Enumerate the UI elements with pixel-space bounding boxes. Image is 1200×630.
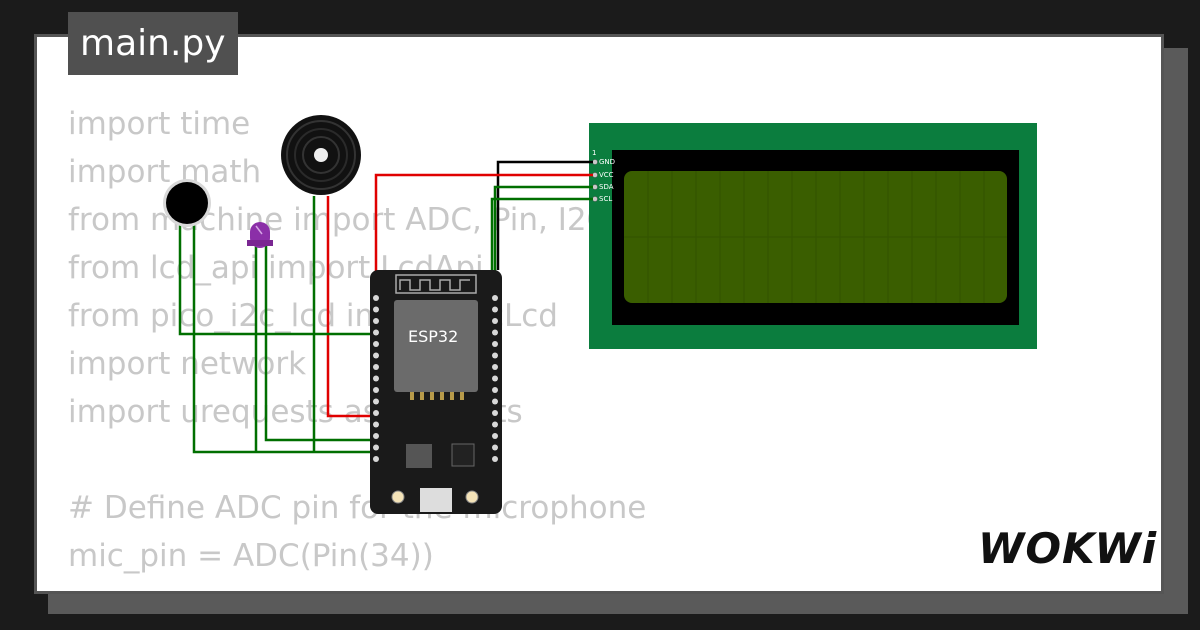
header-pin <box>373 421 379 428</box>
header-pin <box>492 421 498 428</box>
file-tab[interactable]: main.py <box>68 12 238 75</box>
usb-chip <box>451 443 475 467</box>
header-pin <box>492 456 498 462</box>
header-pin <box>373 329 379 336</box>
header-pin <box>492 329 498 336</box>
lcd-pin-index: 1 <box>592 149 596 157</box>
code-line: mic_pin = ADC(Pin(34)) <box>68 538 434 574</box>
header-pin <box>492 398 498 405</box>
header-pin <box>373 306 379 313</box>
header-pin <box>373 295 379 301</box>
header-pin <box>373 318 379 324</box>
lcd-pin-label: GND <box>599 158 615 166</box>
header-pin <box>492 444 498 451</box>
lcd-pin-label: SDA <box>599 183 614 191</box>
boot-button <box>391 490 405 504</box>
header-pin <box>492 306 498 313</box>
header-pin <box>373 341 379 347</box>
antenna-trace <box>395 274 477 294</box>
header-pin <box>373 375 379 382</box>
microphone[interactable] <box>163 179 211 227</box>
lcd-pin-label: SCL <box>599 195 612 203</box>
header-pin <box>373 352 379 359</box>
lcd-grid <box>624 171 1007 303</box>
header-pin <box>373 364 379 370</box>
code-line: from pico_i2c_lcd import I2cLcd <box>68 298 558 334</box>
voltage-regulator <box>406 444 432 468</box>
code-line: import network <box>68 346 307 382</box>
header-pin <box>492 318 498 324</box>
code-line: from lcd_api import LcdApi <box>68 250 484 286</box>
esp32-module <box>394 300 478 392</box>
header-pin <box>492 433 498 439</box>
buzzer[interactable] <box>281 115 361 195</box>
header-pin <box>492 387 498 393</box>
header-pin <box>373 387 379 393</box>
reset-button <box>465 490 479 504</box>
usb-port <box>420 488 452 512</box>
header-pin <box>492 295 498 301</box>
led[interactable] <box>247 222 273 248</box>
wokwi-logo: WOKWi <box>978 524 1158 573</box>
header-pin <box>373 444 379 451</box>
header-pin <box>492 352 498 359</box>
esp32-board[interactable]: ESP32 <box>370 270 502 514</box>
board-label: ESP32 <box>408 327 458 346</box>
code-line: import time <box>68 106 251 142</box>
header-pin <box>492 375 498 382</box>
header-pin <box>373 456 379 462</box>
lcd-pin-label: VCC <box>599 171 614 179</box>
header-pin <box>373 433 379 439</box>
code-line: import math <box>68 154 262 190</box>
header-pin <box>373 398 379 405</box>
lcd-display[interactable]: 1 GND VCC SDA SCL <box>589 123 1037 349</box>
header-pin <box>492 364 498 370</box>
header-pin <box>492 341 498 347</box>
header-pin <box>492 410 498 416</box>
header-pin <box>373 410 379 416</box>
